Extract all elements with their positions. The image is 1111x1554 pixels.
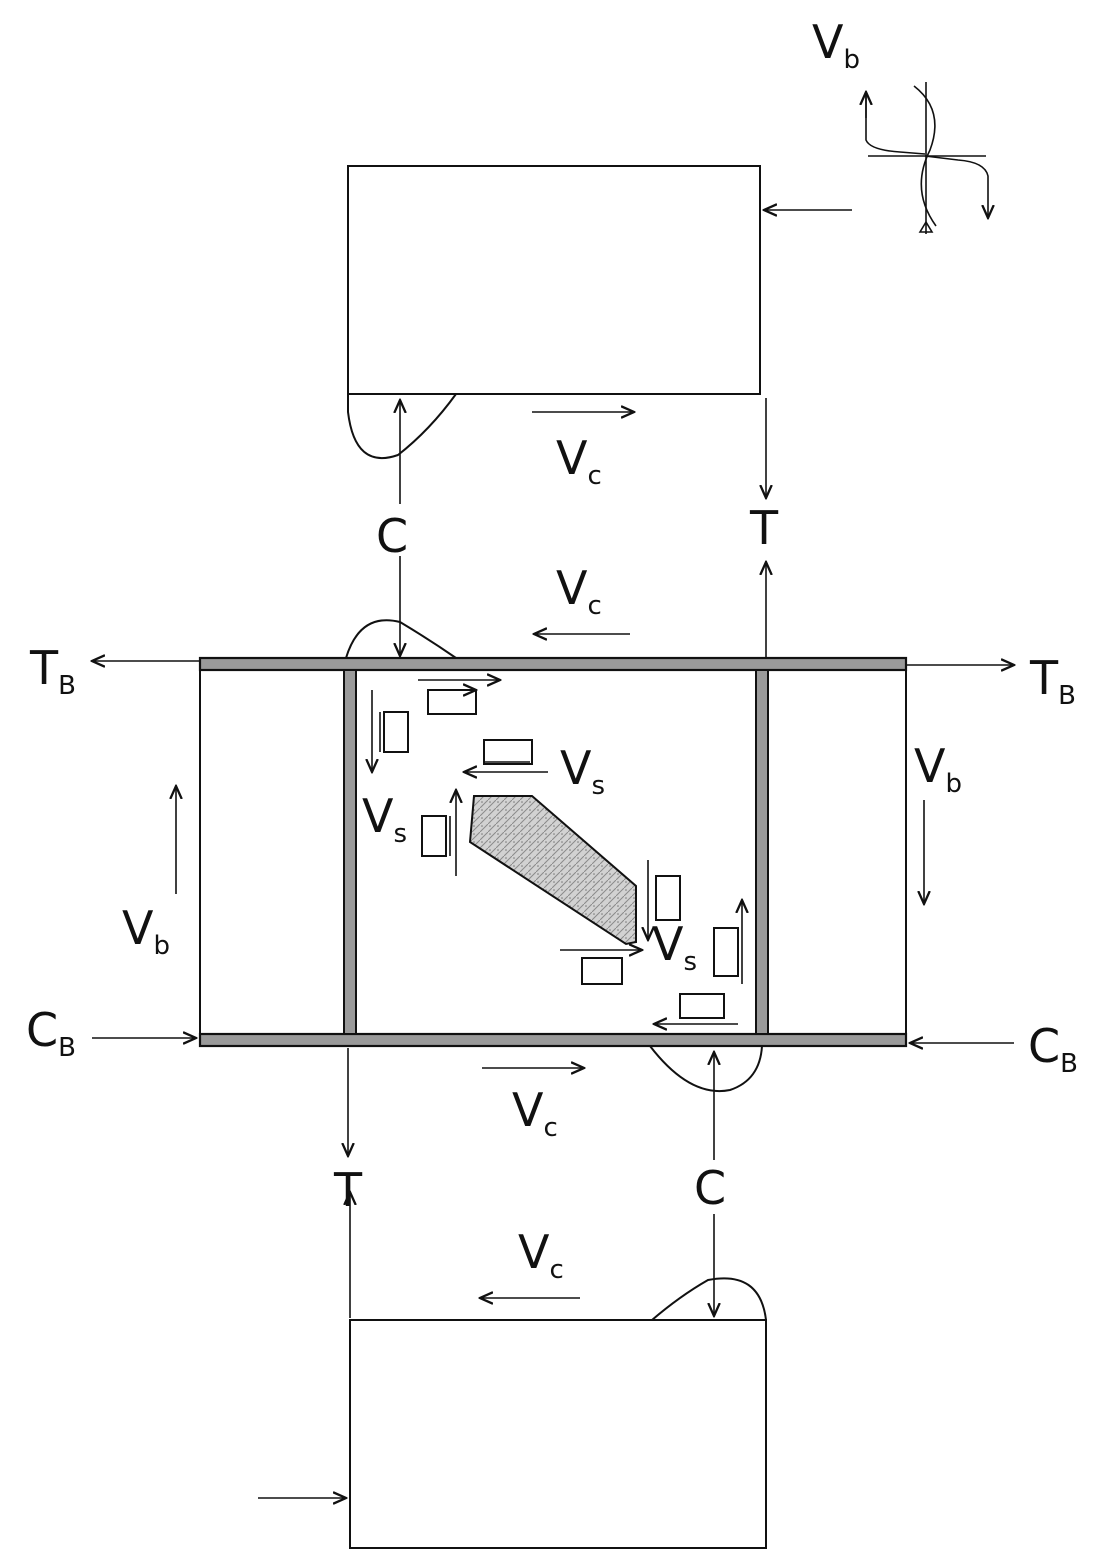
label-cb-left: CB (26, 1003, 76, 1063)
lower-column (349, 1319, 767, 1549)
left-column-flange (343, 669, 357, 1035)
label-vc-2: Vc (556, 561, 602, 621)
right-column-flange (755, 669, 769, 1035)
label-c-lower: C (694, 1161, 726, 1215)
label-tb-left: TB (29, 641, 76, 701)
label-vs-1: Vs (560, 741, 605, 801)
upper-column-compression-bulge (347, 393, 457, 460)
lower-column-compression-bulge (651, 1277, 767, 1321)
joint-top-compression-bulge (345, 619, 457, 659)
label-cb-right: CB (1028, 1019, 1078, 1079)
shear-element-bottom-right (654, 993, 738, 1024)
label-vb-left: Vb (122, 901, 170, 961)
label-t-lower: T (333, 1163, 363, 1217)
shear-element-mid (464, 739, 548, 772)
label-vs-2: Vs (362, 789, 407, 849)
label-vs-3: Vs (652, 917, 697, 977)
shear-element-right-lower (713, 900, 742, 984)
moment-diagram-icon (866, 82, 988, 234)
diagonal-strut (468, 795, 637, 946)
label-vc-3: Vc (512, 1083, 558, 1143)
label-tb-right: TB (1029, 651, 1076, 711)
label-vc-4: Vc (518, 1225, 564, 1285)
label-c-upper: C (376, 509, 408, 563)
shear-element-bottom (560, 950, 642, 985)
top-beam-flange (198, 656, 908, 672)
label-t-upper: T (749, 501, 779, 555)
shear-element-left (421, 790, 456, 876)
label-vc-1: Vc (556, 431, 602, 491)
shear-element-right-upper (648, 860, 681, 940)
upper-column (347, 165, 761, 395)
bottom-beam-flange (198, 1032, 908, 1048)
label-vb-right: Vb (914, 739, 962, 799)
shear-element-top (418, 680, 500, 715)
label-vb-top: Vb (812, 15, 860, 75)
joint-bottom-compression-bulge (649, 1045, 763, 1092)
shear-element-top-left (372, 690, 409, 772)
